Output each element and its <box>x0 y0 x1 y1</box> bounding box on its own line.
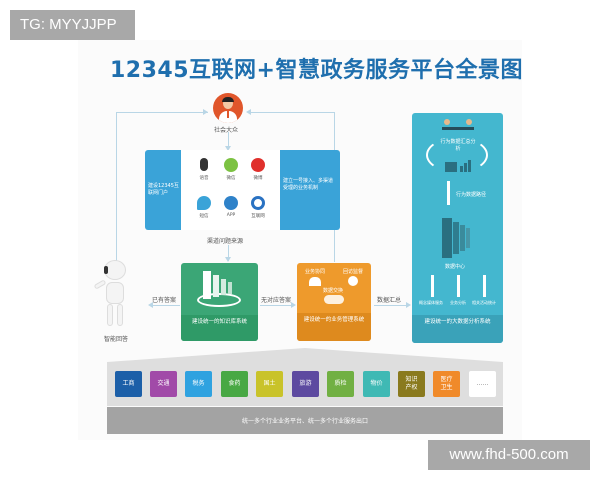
wechat-icon <box>224 158 238 172</box>
big-data-footer: 建设统一的大数据分析系统 <box>412 315 503 343</box>
no-answer-label: 无对应答案 <box>261 297 292 304</box>
channels-icons-area: 语音 微信 微博 短信 APP 互联网 <box>181 150 280 230</box>
connector-business-to-bigdata <box>374 305 408 306</box>
module-exchange-label: 数据交换 <box>323 288 344 294</box>
industry-tile-shiyao: 食药 <box>221 371 248 397</box>
industry-tile-shuiwu: 税务 <box>185 371 212 397</box>
diagram-title: 12345互联网+智慧政务服务平台全景图 <box>110 58 523 83</box>
arrow-right-icon <box>203 109 208 115</box>
data-summary-label: 数据汇总 <box>377 297 402 304</box>
arrow-left-icon <box>148 302 153 308</box>
industry-tile-jiaotong: 交通 <box>150 371 177 397</box>
big-data-panel: 行为数据汇总分析 行为数据路径 数据中心 概念媒体服务 业务分析 相关活动统计 … <box>412 113 503 343</box>
arrow-right-icon <box>406 302 411 308</box>
bigdata-item-label: 业务分析 <box>450 300 466 305</box>
smart-answer-label: 智能回答 <box>104 336 129 343</box>
charts-icon <box>445 160 471 172</box>
cycle-arrows-icon <box>426 137 488 173</box>
users-icon <box>309 277 321 286</box>
bidirectional-arrow-icon <box>457 275 460 297</box>
channel-label-weibo: 微博 <box>253 176 263 181</box>
existing-answer-label: 已有答案 <box>152 297 177 304</box>
channel-source-label: 渠道问题来源 <box>207 238 244 245</box>
internet-explorer-icon <box>251 196 265 210</box>
bigdata-item-label: 相关活动统计 <box>472 300 496 305</box>
bigdata-item-label: 概念媒体服务 <box>419 300 443 305</box>
industry-tile-yiliaoweisheng: 医疗卫生 <box>433 371 460 397</box>
industry-tile-more: …… <box>469 371 496 397</box>
channel-label-sms: 短信 <box>199 214 209 219</box>
channels-right-text: 建立一号接入、多渠道受理的业务机制 <box>283 178 334 191</box>
industry-tile-lvyou: 旅游 <box>292 371 319 397</box>
cloud-icon <box>324 295 344 304</box>
industry-tile-gongshang: 工商 <box>115 371 142 397</box>
industry-tile-zhijian: 质检 <box>327 371 354 397</box>
connector-left-vertical <box>116 112 117 262</box>
channels-panel: 建设12345互联网门户 语音 微信 微博 短信 APP 互联网 建立一号接入、… <box>145 150 340 230</box>
weibo-icon <box>251 158 265 172</box>
unified-platform-bar: 统一多个行业业务平台、统一多个行业服务出口 <box>107 407 503 434</box>
behavior-path-label: 行为数据路径 <box>456 192 487 198</box>
connector-public-to-channels <box>228 132 229 148</box>
watermark-bottom-right: www.fhd-500.com <box>428 440 590 470</box>
connector-source-to-knowledge <box>228 245 229 261</box>
channel-label-voice: 语音 <box>199 176 209 181</box>
channel-label-wechat: 微信 <box>226 176 236 181</box>
channel-label-internet: 互联网 <box>251 214 265 219</box>
data-center-label: 数据中心 <box>445 264 466 270</box>
industry-tile-wujia: 物价 <box>363 371 390 397</box>
sms-icon <box>197 196 211 210</box>
module-supervision-label: 回访监督 <box>343 269 364 275</box>
app-store-icon <box>224 196 238 210</box>
database-ring-icon <box>197 293 241 307</box>
industry-tile-zhishichanquan: 知识产权 <box>398 371 425 397</box>
business-system-panel: 业务协同 回访监督 数据交换 建设统一的业务管理系统 <box>297 263 371 341</box>
business-system-footer: 建设统一的业务管理系统 <box>297 313 371 341</box>
channel-label-app: APP <box>226 213 236 218</box>
data-center-server-icon <box>442 218 474 258</box>
connector-top-right <box>248 112 334 113</box>
behavior-summary-label: 行为数据汇总分析 <box>440 139 476 152</box>
bidirectional-arrow-icon <box>483 275 486 297</box>
connector-top-left <box>116 112 208 113</box>
public-label: 社会大众 <box>214 127 239 134</box>
module-collaboration-label: 业务协同 <box>305 269 326 275</box>
knowledge-base-footer: 建设统一的知识库系统 <box>181 315 258 341</box>
arrow-down-icon <box>225 146 231 151</box>
arrow-right-icon <box>291 302 296 308</box>
watermark-top-left: TG: MYYJJPP <box>10 10 135 40</box>
meeting-people-icon <box>442 119 474 133</box>
arrow-down-icon <box>225 257 231 262</box>
robot-icon <box>92 260 142 332</box>
public-avatar-icon <box>213 93 243 123</box>
knowledge-base-panel: 建设统一的知识库系统 <box>181 263 258 341</box>
industry-tile-guotu: 国土 <box>256 371 283 397</box>
monitor-icon <box>348 276 358 286</box>
connector-knowledge-to-business <box>260 305 293 306</box>
industry-roof <box>107 348 503 362</box>
arrow-left-icon <box>246 109 251 115</box>
connector-knowledge-to-robot <box>152 305 180 306</box>
channels-left-text: 建设12345互联网门户 <box>148 183 179 196</box>
bidirectional-arrow-icon <box>431 275 434 297</box>
server-rack-icon <box>203 271 211 299</box>
bidirectional-arrow-icon <box>447 181 450 205</box>
microphone-icon <box>200 158 208 171</box>
